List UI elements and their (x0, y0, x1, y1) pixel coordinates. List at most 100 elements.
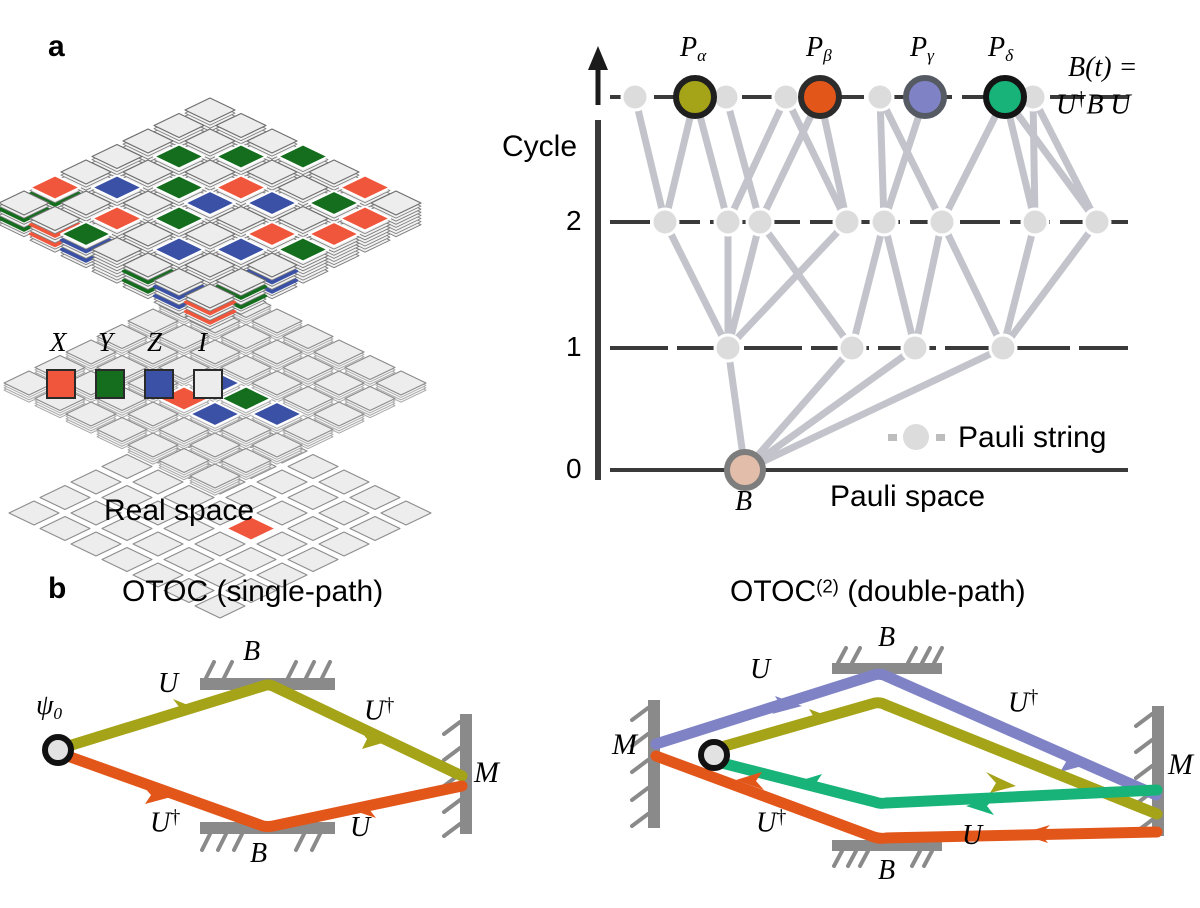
start-node-right (698, 739, 730, 771)
pauli-node-gamma (903, 75, 947, 119)
evolved-op-u: U (1056, 89, 1077, 121)
lattice-tile (246, 252, 298, 278)
lattice-tile (215, 143, 267, 170)
lattice-tile (163, 577, 215, 604)
lattice-tile (256, 469, 308, 495)
cycle-tick-1: 1 (566, 331, 582, 362)
lattice-tile (282, 416, 334, 443)
lattice-tile (215, 205, 267, 232)
lattice-tile (189, 432, 241, 458)
lattice-tile (184, 128, 236, 154)
pauli-legend-label-i: I (198, 327, 207, 357)
wall-top-right-label: B (878, 622, 896, 653)
mirror-label-right-right-panel: M (1168, 748, 1193, 781)
lattice-tile (163, 515, 215, 542)
lattice-tile (313, 339, 365, 365)
lattice-tile (91, 236, 143, 263)
lattice-tile (194, 531, 246, 557)
lattice-tile (127, 401, 179, 427)
otoc-single-path-diagram (42, 660, 472, 852)
lattice-tile (256, 562, 308, 588)
pauli-legend-label-z: Z (147, 327, 163, 357)
wall-bottom-right-label: B (878, 855, 896, 886)
wall-bottom-right (832, 840, 942, 868)
lattice-tile (220, 416, 272, 443)
pauli-label-beta-sub: β (823, 45, 832, 65)
panel-letter-b: b (48, 572, 67, 605)
lattice-tile (215, 267, 267, 294)
cycle-axis (588, 46, 608, 480)
lattice-tile (153, 174, 205, 201)
lattice-tile (282, 354, 334, 381)
lattice-tile (184, 283, 236, 309)
dagger-icon: † (384, 694, 395, 716)
lattice-tile (60, 159, 112, 185)
real-space-layers (0, 97, 432, 619)
arrowheads-green (796, 774, 996, 815)
lattice-tile (225, 515, 277, 542)
lattice-tile (282, 385, 334, 412)
lattice-tile (8, 500, 60, 526)
lattice-tile (339, 205, 391, 232)
pauli-node-label-beta: Pβ (806, 32, 832, 66)
lattice-tile (91, 174, 143, 201)
lattice-tile (39, 515, 91, 542)
pauli-label-alpha-sub: α (697, 45, 707, 65)
lattice-tile (225, 484, 277, 511)
arrowheads-olive-right (806, 709, 1016, 793)
arrowheads-purple (772, 696, 1086, 772)
lattice-tile (339, 174, 391, 201)
pauli-label-gamma-sub: γ (927, 45, 934, 65)
lattice-tile (101, 546, 153, 573)
edge-label-u-outer-upper-right: U (750, 654, 771, 685)
pauli-node-delta (983, 75, 1027, 119)
lattice-tile (122, 190, 174, 216)
lattice-tile (375, 370, 427, 396)
lattice-tile (194, 562, 246, 588)
dagger-icon: † (170, 806, 181, 828)
lattice-tile (277, 143, 329, 170)
lattice-tile (122, 159, 174, 185)
mirror-label-left-panel: M (474, 756, 499, 789)
lattice-tile (189, 339, 241, 365)
path-olive-inner-upper (712, 697, 1163, 820)
lattice-tile (132, 469, 184, 495)
cycle-tick-0: 0 (566, 453, 582, 484)
lattice-tile (370, 190, 422, 216)
lattice-tile (215, 236, 267, 263)
lattice-tile (318, 500, 370, 526)
lattice-tile (215, 112, 267, 139)
lattice-tile (127, 432, 179, 458)
lattice-tile (70, 500, 122, 526)
lattice-tile (163, 546, 215, 573)
lattice-tile (158, 416, 210, 443)
lattice-tile (220, 385, 272, 412)
lattice-tile (308, 159, 360, 185)
lattice-tile (184, 97, 236, 123)
lattice-tile (251, 339, 303, 365)
lattice-tile (277, 205, 329, 232)
lattice-tile (308, 190, 360, 216)
path-orange-lower-left (56, 748, 468, 832)
pauli-node-label-gamma: Pγ (910, 32, 934, 66)
lattice-tile (380, 500, 432, 526)
evolved-op-b: B U (1086, 89, 1131, 121)
lattice-tile (122, 252, 174, 278)
lattice-tile (225, 577, 277, 604)
lattice-tile (220, 447, 272, 474)
lattice-tile (158, 323, 210, 350)
pauli-string-nodes (620, 82, 1112, 363)
lattice-tile (122, 128, 174, 154)
lattice-tile (194, 500, 246, 526)
lattice-tile (189, 401, 241, 427)
lattice-tile (220, 354, 272, 381)
pauli-legend-swatch-i (193, 369, 223, 399)
lattice-tile (318, 531, 370, 557)
lattice-tile (29, 205, 81, 232)
lattice-tile (246, 159, 298, 185)
pauli-label-delta-base: P (988, 32, 1006, 63)
path-purple-outer-upper (650, 668, 1162, 801)
mirror-label-left-right-panel: M (612, 728, 637, 761)
lattice-tile (91, 143, 143, 170)
